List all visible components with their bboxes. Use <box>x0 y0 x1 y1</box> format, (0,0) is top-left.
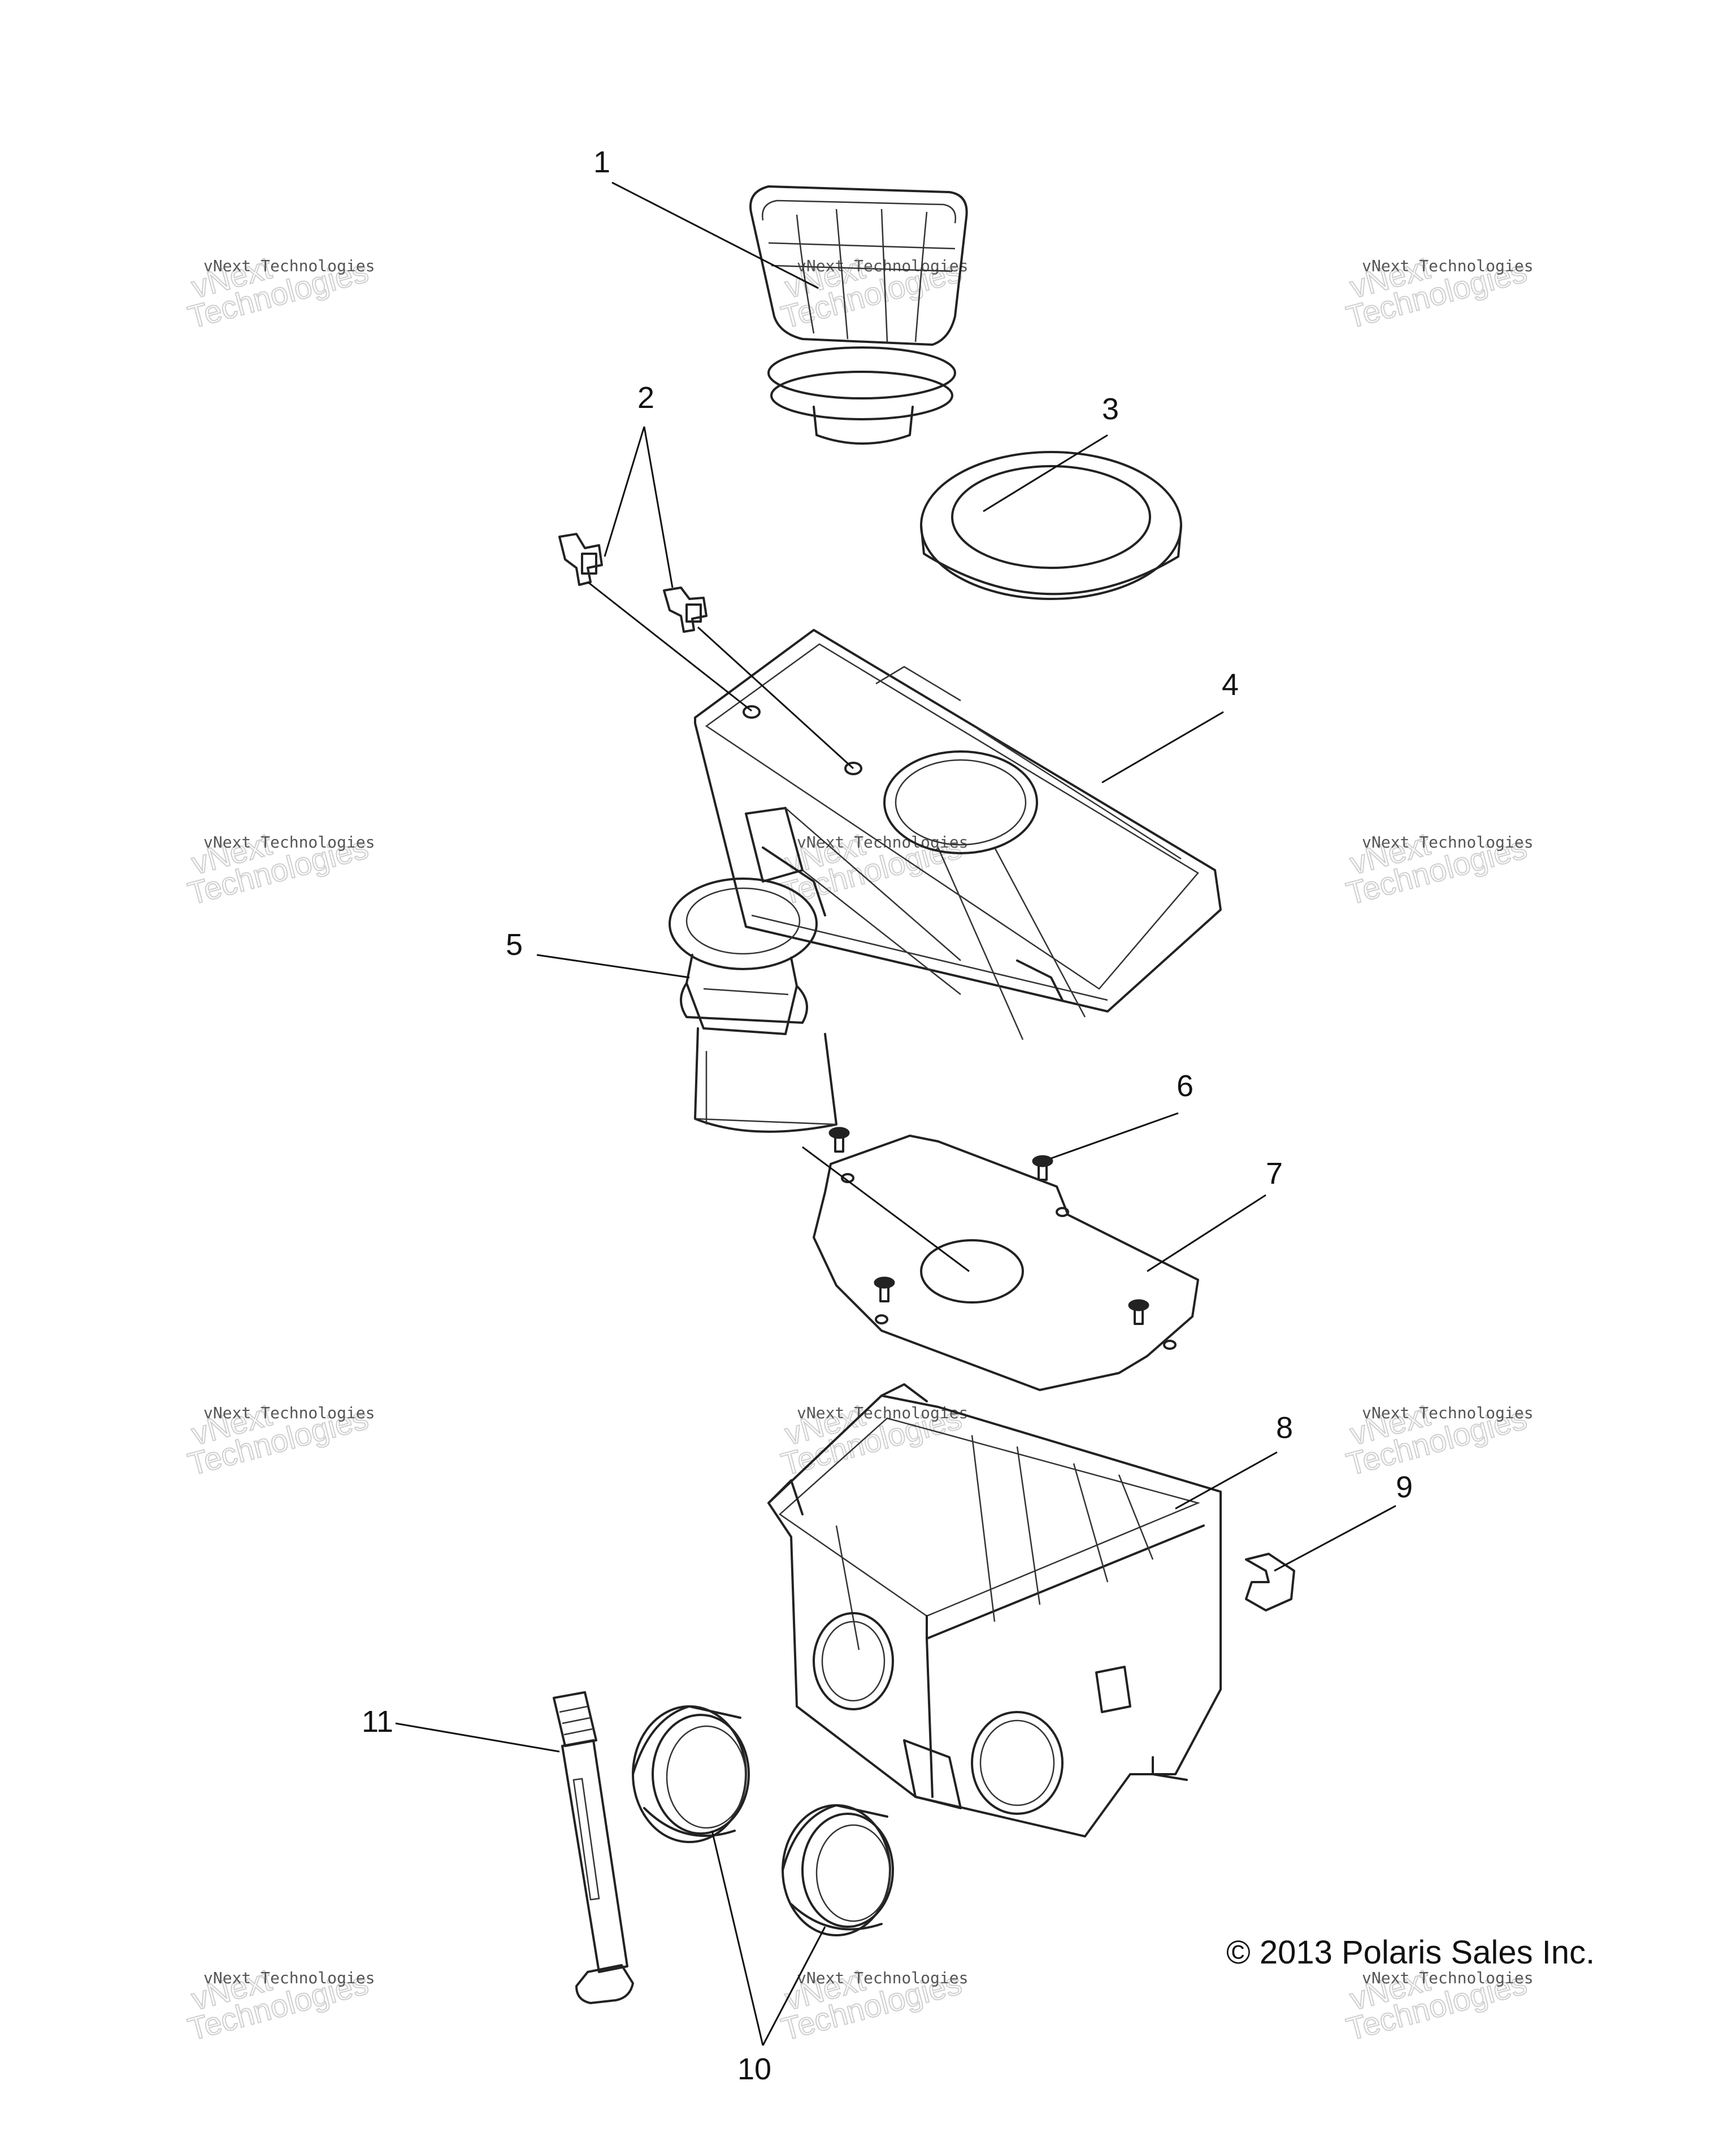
svg-text:vNext Technologies: vNext Technologies <box>203 1404 375 1422</box>
part-2-fittings <box>558 533 708 633</box>
svg-text:vNext Technologies: vNext Technologies <box>797 1404 968 1422</box>
callout-numbers: 1 2 3 4 5 6 7 8 9 10 11 <box>362 145 1413 2086</box>
svg-text:vNext Technologies: vNext Technologies <box>797 1969 968 1987</box>
svg-text:vNext Technologies: vNext Technologies <box>797 833 968 852</box>
part-10-boots <box>632 1705 894 1936</box>
svg-text:vNext Technologies: vNext Technologies <box>203 833 375 852</box>
callout-6: 6 <box>1177 1069 1194 1103</box>
svg-text:vNext Technologies: vNext Technologies <box>203 257 375 275</box>
watermark: vNext Technologies vNext Technologies <box>184 1961 375 2048</box>
svg-text:vNext Technologies: vNext Technologies <box>1362 1969 1533 1987</box>
part-11-strap <box>553 1691 634 2004</box>
callout-10: 10 <box>737 2052 771 2086</box>
callout-7: 7 <box>1266 1157 1283 1191</box>
watermark: vNext Technologies vNext Technologies <box>777 1961 968 2048</box>
svg-text:vNext Technologies: vNext Technologies <box>1362 1404 1533 1422</box>
callout-5: 5 <box>506 928 523 962</box>
part-9-clip <box>1245 1553 1295 1611</box>
part-7-gasket-plate <box>813 1135 1199 1391</box>
callout-8: 8 <box>1276 1411 1293 1445</box>
svg-text:vNext Technologies: vNext Technologies <box>203 1969 375 1987</box>
part-8-airbox-base <box>767 1383 1222 1837</box>
part-5-velocity-stack <box>669 877 837 1133</box>
watermark: vNext Technologies vNext Technologies <box>1342 249 1533 336</box>
svg-text:vNext Technologies: vNext Technologies <box>797 257 968 275</box>
part-3-ring <box>920 451 1182 600</box>
leader-lines <box>395 181 1396 2046</box>
watermark: vNext Technologies vNext Technologies <box>184 826 375 912</box>
watermark: vNext Technologies vNext Technologies <box>777 826 968 912</box>
watermark: vNext Technologies vNext Technologies <box>1342 826 1533 912</box>
watermark: vNext Technologies vNext Technologies <box>777 1396 968 1483</box>
callout-1: 1 <box>593 145 610 179</box>
part-4-airbox-cover <box>694 629 1222 1040</box>
callout-9: 9 <box>1396 1470 1413 1504</box>
watermark: vNext Technologies vNext Technologies <box>1342 1961 1533 2048</box>
watermark: vNext Technologies vNext Technologies <box>1342 1396 1533 1483</box>
part-1-intake-boot <box>749 185 968 445</box>
callout-11: 11 <box>362 1705 393 1739</box>
callout-3: 3 <box>1102 392 1119 426</box>
callout-4: 4 <box>1222 668 1239 702</box>
watermark: vNext Technologies vNext Technologies <box>184 249 375 336</box>
svg-text:vNext Technologies: vNext Technologies <box>1362 257 1533 275</box>
watermarks: vNext Technologies vNext Technologies vN… <box>184 249 1533 2048</box>
callout-2: 2 <box>637 381 654 415</box>
svg-text:vNext Technologies: vNext Technologies <box>1362 833 1533 852</box>
copyright-notice: © 2013 Polaris Sales Inc. <box>1226 1934 1595 1971</box>
part-6-screws <box>828 1127 1149 1325</box>
watermark: vNext Technologies vNext Technologies <box>184 1396 375 1483</box>
